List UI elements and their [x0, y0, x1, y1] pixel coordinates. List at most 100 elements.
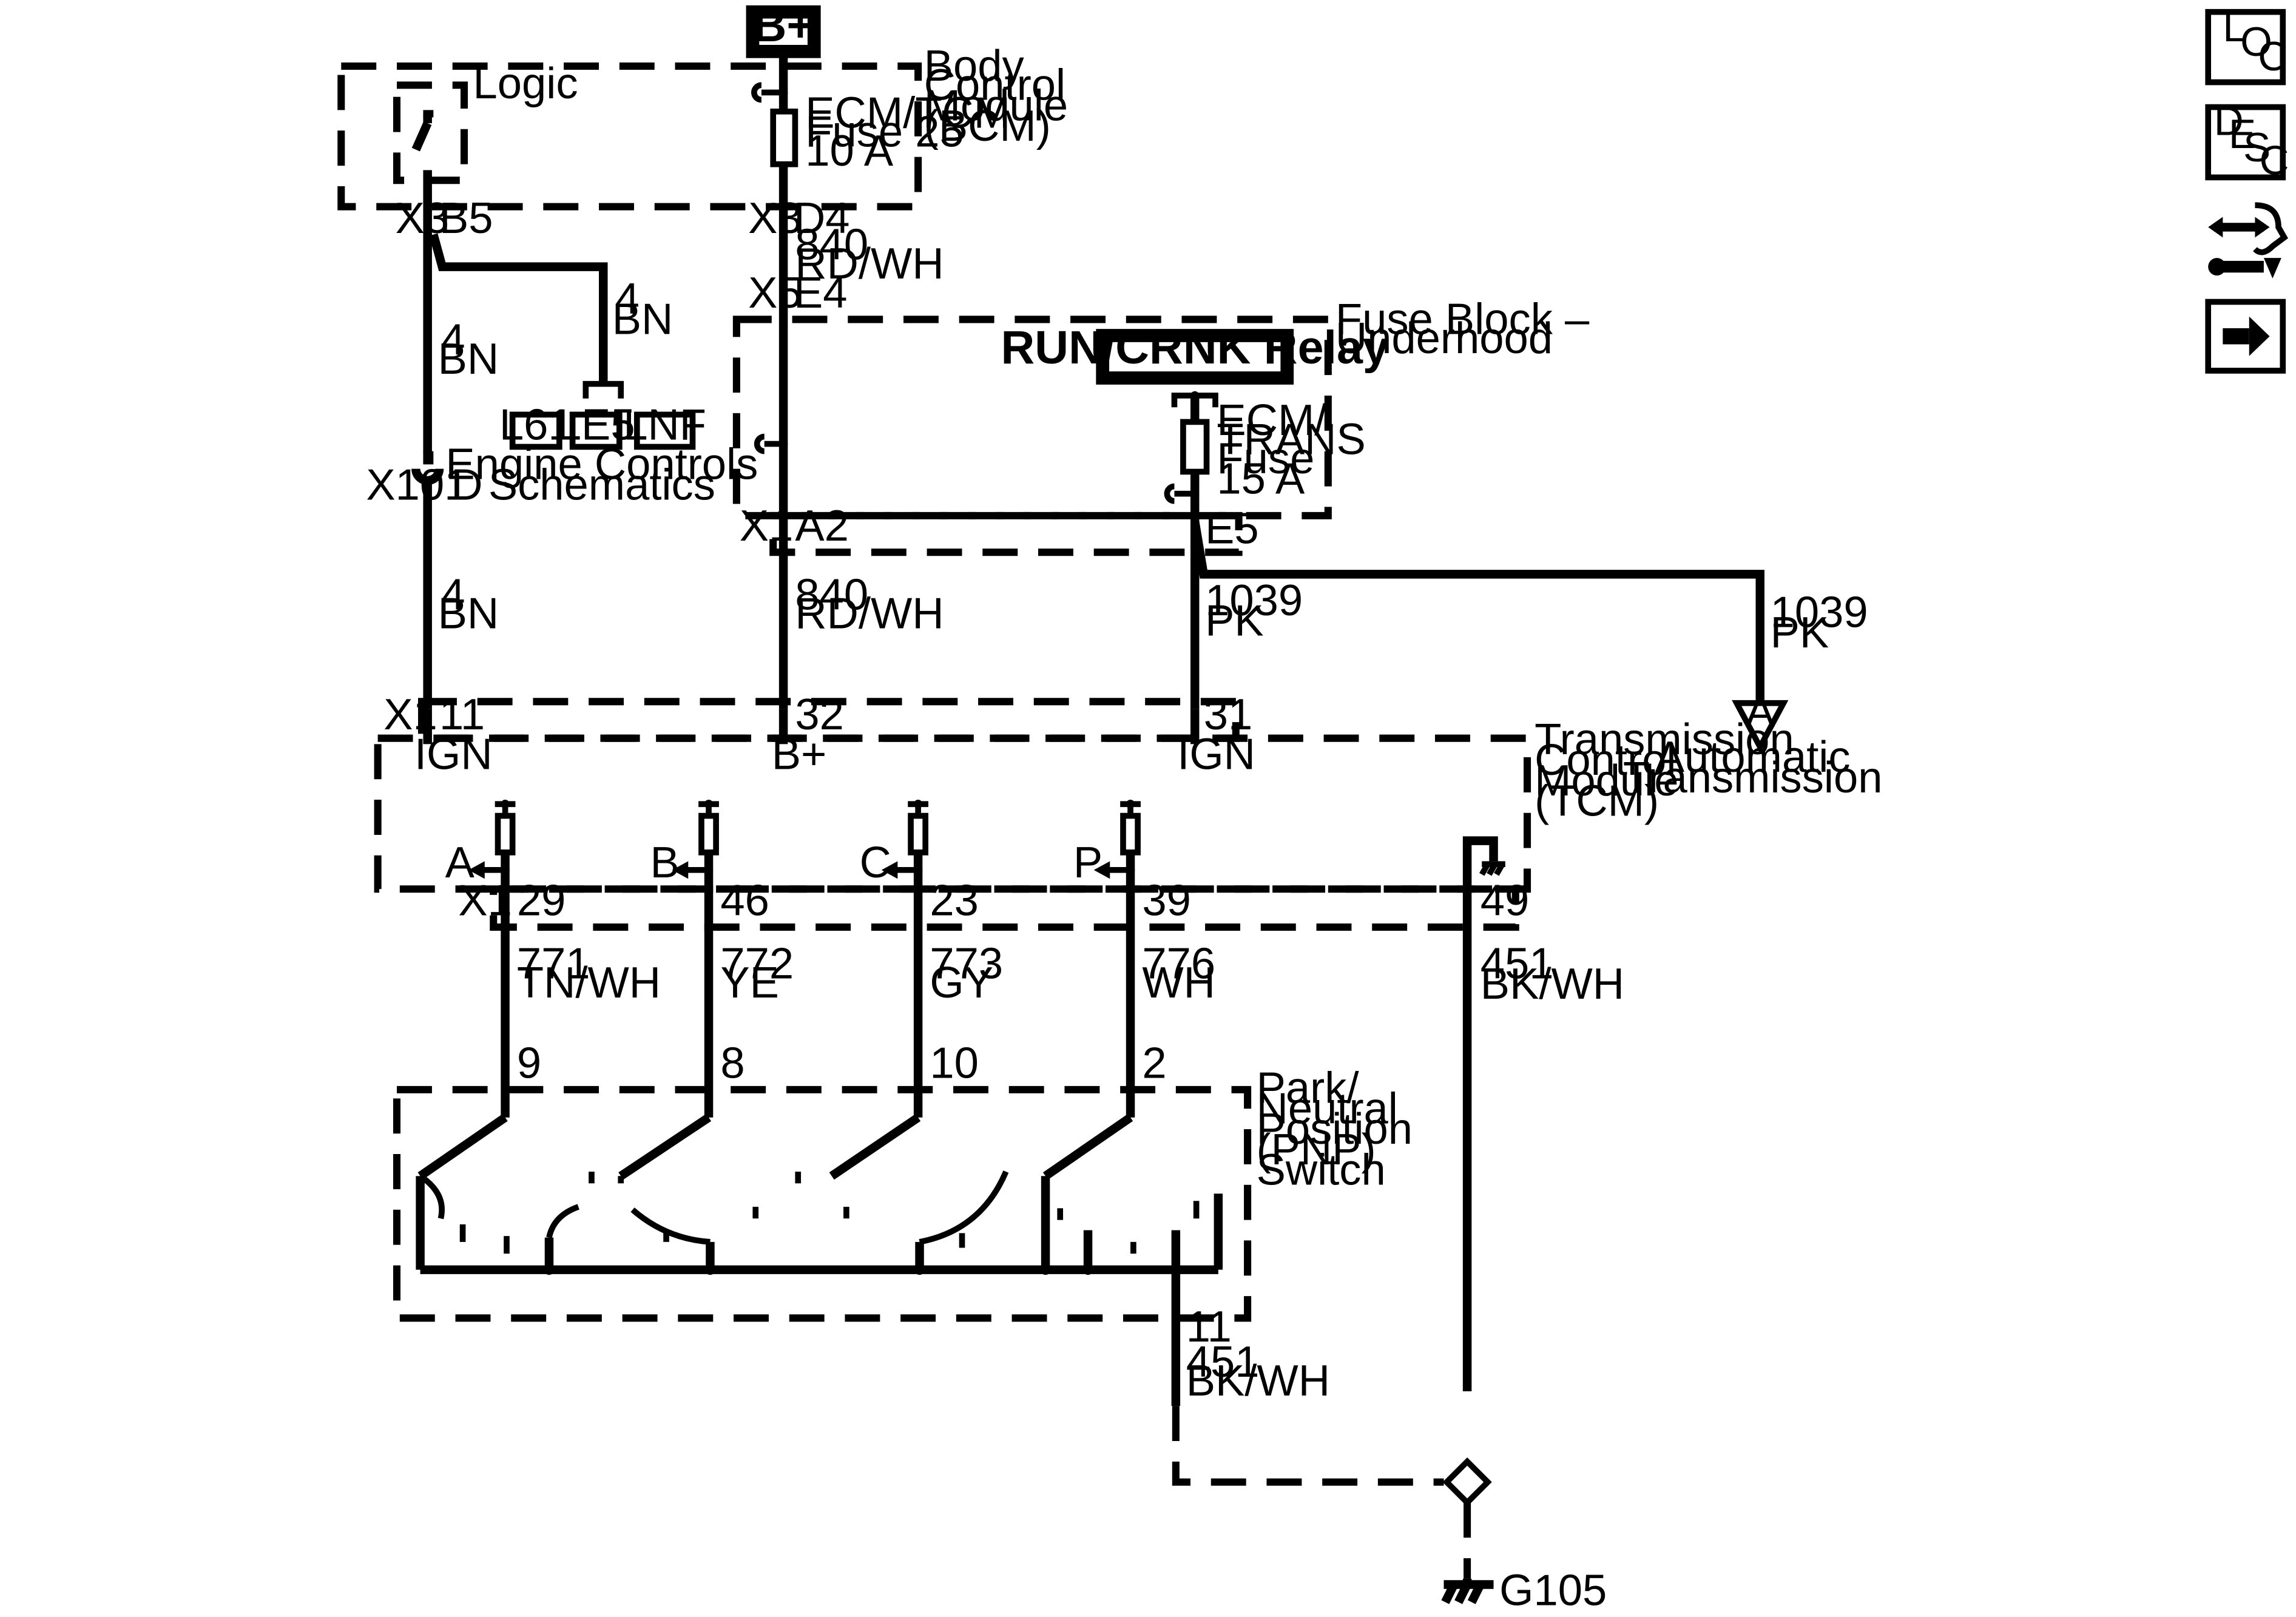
bcm-conn-x3-right: X3: [748, 194, 802, 243]
pnp-pin-11: 11: [1186, 1302, 1232, 1351]
connector-icon[interactable]: [2208, 202, 2288, 279]
fb-conn-x1: X1: [740, 501, 794, 550]
fuse-block-x1-connector: [769, 511, 1243, 556]
fb-e5-splice: [1190, 489, 1200, 498]
tcm-input-c: [881, 800, 929, 1071]
tcm-name-4: (TCM): [1535, 777, 1659, 826]
w773-color: GY: [930, 958, 993, 1007]
auto-trans-ref-triangle[interactable]: [1732, 700, 1789, 754]
loc-letter-2: O: [2240, 19, 2272, 65]
pnp-pin-2: 2: [1142, 1039, 1166, 1088]
bcm-name-1: Body: [924, 41, 1025, 90]
x101-label: X101: [366, 460, 468, 509]
tcm-conn-x1-bottom: X1: [458, 876, 512, 925]
desc-letter-1: D: [2214, 98, 2244, 144]
pnp-ground-dashed: [1172, 1406, 1444, 1486]
bcm-fuse-text-2: Fuse 25: [805, 107, 964, 157]
bcm-name-3: Module: [924, 81, 1068, 130]
fb-pin-e4: E4: [794, 268, 848, 317]
fuse-block-name-2: Underhood: [1335, 314, 1553, 363]
wire-4-bn-branch: [429, 233, 608, 384]
tcm-x1-bottom-connector: [490, 885, 1519, 931]
fb-fuse-text-2: TRANS: [1217, 414, 1365, 464]
w4a-color: BN: [438, 334, 499, 383]
pnp-name-3: Position: [1257, 1104, 1413, 1153]
engine-controls-caption-1: Engine Controls: [445, 440, 758, 489]
pnp-name-4: (PNP): [1257, 1125, 1376, 1174]
fuse-block-name-1: Fuse Block –: [1335, 295, 1590, 344]
w776-circuit: 776: [1142, 939, 1215, 988]
w451-tcm-circuit: 451: [1481, 939, 1554, 988]
logic-switch-contact: [423, 110, 434, 118]
w771-color: TN/WH: [517, 958, 661, 1007]
w772-circuit: 772: [720, 939, 794, 988]
run-crnk-relay-box: [1096, 329, 1294, 385]
fb-fuse-text-1: ECM/: [1217, 396, 1327, 445]
ground-splice-diamond: [1442, 1457, 1492, 1507]
option-lnf-box: [633, 411, 696, 450]
loc-letter-1: L: [2223, 5, 2246, 50]
pnp-pin-10: 10: [930, 1039, 979, 1088]
auto-trans-caption-1: Automatic: [1655, 732, 1851, 781]
w451-pnp-circuit: 451: [1186, 1337, 1260, 1386]
w4b-color: BN: [438, 589, 499, 638]
auto-trans-caption-2: Transmission: [1623, 753, 1883, 802]
tcm-input-p: [1093, 800, 1141, 1071]
w771-circuit: 771: [517, 939, 590, 988]
tcm-pin-11: 11: [439, 690, 485, 739]
bcm-conn-x3-left: X3: [396, 194, 450, 243]
w1039-tcm-circuit: 1039: [1205, 576, 1303, 625]
tcm-pin-32: 32: [795, 690, 844, 739]
fb-fuse-text-3: Fuse: [1217, 434, 1314, 483]
bcm-name-4: (BCM): [924, 101, 1051, 150]
w776-color: WH: [1142, 958, 1215, 1007]
pnp-switch-contacts: [416, 1070, 1223, 1275]
fb-pin-a2: A2: [795, 501, 849, 550]
desc-letter-4: C: [2260, 138, 2289, 184]
tcm-pin-31: 31: [1204, 690, 1253, 739]
x101-female-cup: [411, 468, 444, 485]
tcm-chassis-ground-icon: [1479, 861, 1505, 876]
w840a-circuit: 840: [795, 220, 868, 269]
logic-switch-blade: [411, 121, 432, 152]
w4b-circuit: 4: [441, 570, 465, 619]
engine-controls-bracket: [582, 380, 624, 399]
ecm-tcm-fuse-25: [770, 108, 799, 167]
tcm-outline: [374, 734, 1531, 893]
fb-fuse-text-4: 15 A: [1217, 454, 1305, 504]
bplus-source-label: B+: [753, 0, 814, 52]
w1039-at-circuit: 1039: [1771, 587, 1868, 636]
w840b-color: RD/WH: [795, 589, 944, 638]
fb-e5-bus-symbol: [1164, 483, 1175, 504]
loc-button[interactable]: L O C: [2205, 5, 2288, 86]
auto-trans-ref-letter: A: [1746, 687, 1775, 736]
pnp-switch-outline: [393, 1085, 1252, 1322]
option-le5: LE5: [557, 400, 635, 449]
option-l61-box: [509, 411, 562, 450]
fb-bus-symbol: [754, 433, 765, 454]
logic-outline: [393, 81, 468, 184]
w1039-tcm-color: PK: [1205, 596, 1264, 646]
tcm-ign-right: IGN: [1177, 729, 1255, 778]
loc-letter-3: C: [2258, 34, 2288, 79]
fb-bus-splice: [778, 439, 788, 448]
bcm-fuse-text-1: ECM/TCM: [805, 88, 1010, 137]
bcm-fuse-text-3: 10 A: [805, 126, 894, 175]
bcm-name-2: Control: [924, 60, 1065, 109]
fb-pin-e5: E5: [1205, 504, 1259, 553]
tcm-pin-46: 46: [720, 876, 769, 925]
next-page-button[interactable]: [2205, 299, 2286, 374]
bcm-bus-splice: [778, 88, 788, 97]
tcm-ign-left: IGN: [414, 729, 493, 778]
engine-controls-caption-2: Schematics: [488, 460, 715, 509]
wire-1039-branch: [1190, 521, 1764, 700]
run-crnk-relay-label: RUN/CRNK Relay: [1001, 322, 1389, 374]
desc-button[interactable]: D E S C: [2205, 98, 2289, 184]
tcm-input-a: [468, 800, 516, 1071]
bcm-pin-d4: D4: [794, 194, 850, 243]
w4a-circuit: 4: [441, 315, 465, 364]
desc-letter-2: E: [2229, 112, 2256, 157]
bcm-bus-symbol: [751, 82, 762, 103]
pnp-pin-8: 8: [720, 1039, 745, 1088]
